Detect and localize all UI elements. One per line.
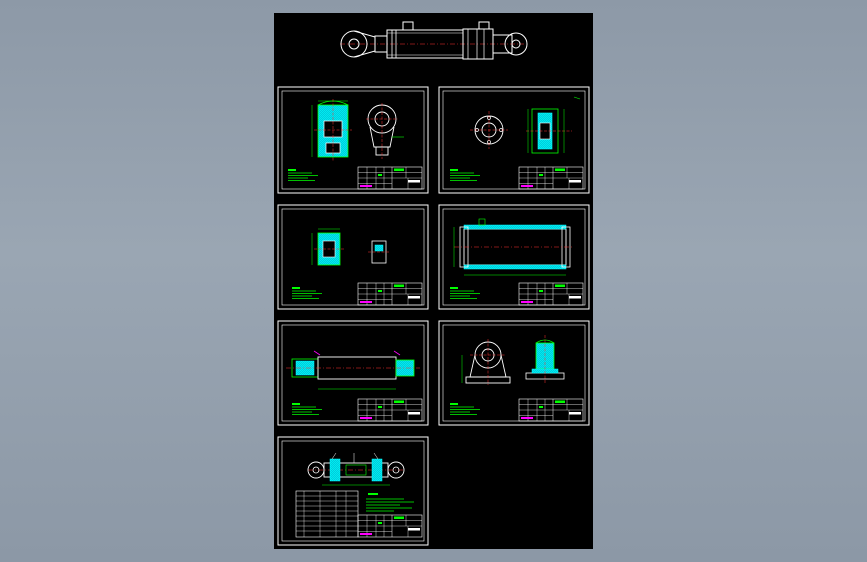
sheet-cylinder-barrel[interactable] bbox=[438, 204, 590, 310]
sheet-flange-detail[interactable] bbox=[438, 86, 590, 194]
sheet-rod-eye-detail[interactable] bbox=[277, 86, 429, 194]
sheet-clevis-bracket[interactable] bbox=[438, 320, 590, 426]
sheet-assembly-drawing[interactable] bbox=[277, 436, 429, 546]
sheet-piston-rod[interactable] bbox=[277, 320, 429, 426]
main-assembly-view[interactable] bbox=[340, 21, 528, 60]
drawing-canvas[interactable] bbox=[274, 13, 593, 549]
sheet-piston-detail[interactable] bbox=[277, 204, 429, 310]
cad-drawing-sheet-set bbox=[277, 21, 590, 546]
